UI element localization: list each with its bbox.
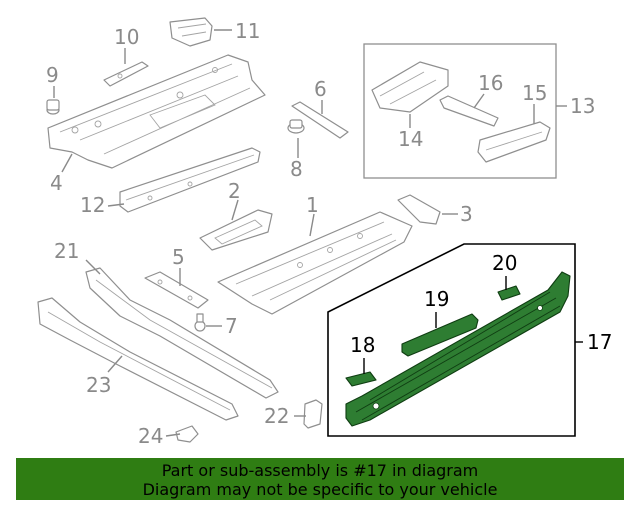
part-12-rail[interactable] xyxy=(119,147,261,213)
part-5-bracket[interactable] xyxy=(144,271,209,309)
callout-labels: 10 11 9 6 8 4 12 2 1 3 5 7 21 23 24 22 1… xyxy=(46,19,612,448)
part-11-bracket[interactable] xyxy=(169,17,213,47)
info-banner: Part or sub-assembly is #17 in diagram D… xyxy=(16,458,624,500)
callout-4: 4 xyxy=(50,171,63,195)
callout-5: 5 xyxy=(172,245,185,269)
callout-12: 12 xyxy=(80,193,105,217)
callout-14: 14 xyxy=(398,127,423,151)
part-2-panel[interactable] xyxy=(199,209,273,251)
part-23-crossmember[interactable] xyxy=(37,297,239,421)
part-20-reinforcement[interactable] xyxy=(497,285,521,301)
callout-11: 11 xyxy=(235,19,260,43)
callout-6: 6 xyxy=(314,77,327,101)
banner-line-2: Diagram may not be specific to your vehi… xyxy=(142,480,498,499)
part-21-crossmember[interactable] xyxy=(85,267,279,399)
part-15-bracket[interactable] xyxy=(477,121,551,163)
leader-lines xyxy=(53,29,583,437)
callout-23: 23 xyxy=(86,373,111,397)
part-18-reinforcement[interactable] xyxy=(345,371,377,387)
callout-3: 3 xyxy=(460,202,473,226)
part-19-reinforcement[interactable] xyxy=(401,313,479,357)
part-16-bracket[interactable] xyxy=(439,95,499,127)
part-8-nut[interactable] xyxy=(287,119,305,134)
callout-8: 8 xyxy=(290,157,303,181)
part-4-floor-front[interactable] xyxy=(47,54,266,169)
callout-21: 21 xyxy=(54,239,79,263)
callout-22: 22 xyxy=(264,404,289,428)
part-17-rocker-panel[interactable] xyxy=(345,271,571,427)
callout-13: 13 xyxy=(570,94,595,118)
callout-7: 7 xyxy=(225,314,238,338)
part-14-bracket[interactable] xyxy=(371,61,449,113)
callout-2: 2 xyxy=(228,179,241,203)
callout-17: 17 xyxy=(587,330,612,354)
part-22-bracket[interactable] xyxy=(303,399,323,429)
part-24-clip[interactable] xyxy=(175,425,199,443)
callout-24: 24 xyxy=(138,424,163,448)
callout-1: 1 xyxy=(306,193,319,217)
callout-19: 19 xyxy=(424,287,449,311)
part-10-bracket[interactable] xyxy=(103,61,149,87)
part-7-bolt[interactable] xyxy=(194,313,206,332)
banner-line-1: Part or sub-assembly is #17 in diagram xyxy=(161,461,479,480)
callout-18: 18 xyxy=(350,333,375,357)
part-1-floor-pan[interactable] xyxy=(217,211,413,315)
parts-diagram: 10 11 9 6 8 4 12 2 1 3 5 7 21 23 24 22 1… xyxy=(37,17,612,448)
callout-16: 16 xyxy=(478,71,503,95)
part-6-strap[interactable] xyxy=(291,101,349,139)
part-3-bracket[interactable] xyxy=(397,194,441,225)
callout-15: 15 xyxy=(522,81,547,105)
callout-10: 10 xyxy=(114,25,139,49)
callout-20: 20 xyxy=(492,251,517,275)
part-9-plug[interactable] xyxy=(46,99,60,115)
inset-box-13 xyxy=(363,43,557,179)
callout-9: 9 xyxy=(46,63,59,87)
